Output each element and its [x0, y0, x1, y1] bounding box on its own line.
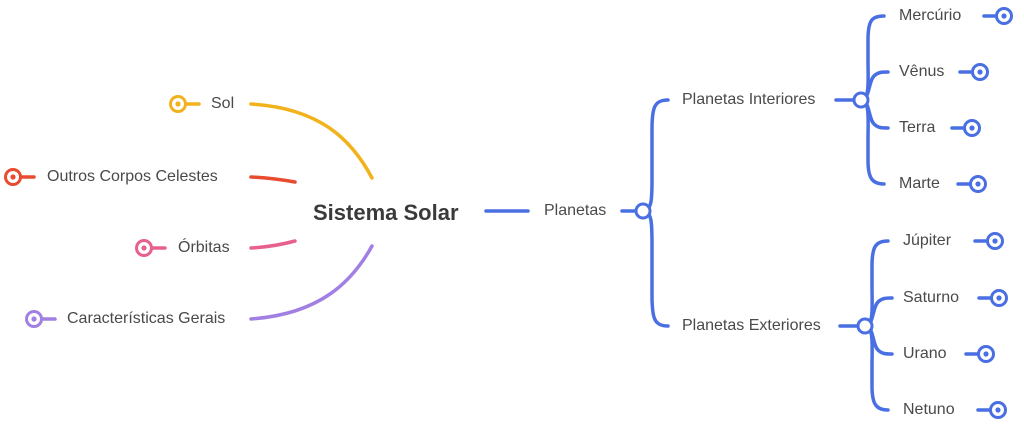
planetas-hub[interactable] — [634, 202, 652, 220]
node-caracteristicas-gerais[interactable]: Características Gerais — [67, 310, 226, 327]
edge-outros — [249, 175, 297, 184]
terra-marker-icon — [963, 119, 981, 137]
caracteristicas-marker-icon — [25, 310, 43, 328]
node-urano[interactable]: Urano — [903, 345, 947, 362]
node-sol[interactable]: Sol — [211, 95, 235, 112]
node-terra[interactable]: Terra — [899, 119, 936, 136]
orbitas-marker-icon — [135, 239, 153, 257]
node-mercurio[interactable]: Mercúrio — [899, 7, 962, 24]
edge-caracteristicas — [249, 244, 374, 321]
node-orbitas[interactable]: Órbitas — [178, 239, 230, 256]
node-saturno[interactable]: Saturno — [903, 289, 960, 306]
saturno-marker-icon — [990, 289, 1008, 307]
jupiter-marker-icon — [986, 232, 1004, 250]
node-planetas-exteriores[interactable]: Planetas Exteriores — [682, 317, 821, 334]
node-venus[interactable]: Vênus — [899, 63, 945, 80]
netuno-marker-icon — [989, 401, 1007, 419]
node-planetas[interactable]: Planetas — [544, 202, 607, 219]
node-marte[interactable]: Marte — [899, 175, 940, 192]
edge-orbitas — [249, 239, 297, 250]
collapse-markers[interactable] — [4, 7, 1013, 419]
central-topic[interactable]: Sistema Solar — [313, 200, 459, 225]
node-outros-corpos-celestes[interactable]: Outros Corpos Celestes — [47, 168, 218, 185]
outros-marker-icon — [4, 168, 22, 186]
sol-marker-icon — [169, 95, 187, 113]
mercurio-marker-icon — [995, 7, 1013, 25]
node-jupiter[interactable]: Júpiter — [903, 232, 952, 249]
edge-sol — [249, 102, 374, 180]
urano-marker-icon — [977, 345, 995, 363]
node-planetas-interiores[interactable]: Planetas Interiores — [682, 91, 816, 108]
marte-marker-icon — [969, 175, 987, 193]
exteriores-hub[interactable] — [856, 317, 874, 335]
venus-marker-icon — [971, 63, 989, 81]
interiores-hub[interactable] — [852, 91, 870, 109]
node-netuno[interactable]: Netuno — [903, 401, 955, 418]
